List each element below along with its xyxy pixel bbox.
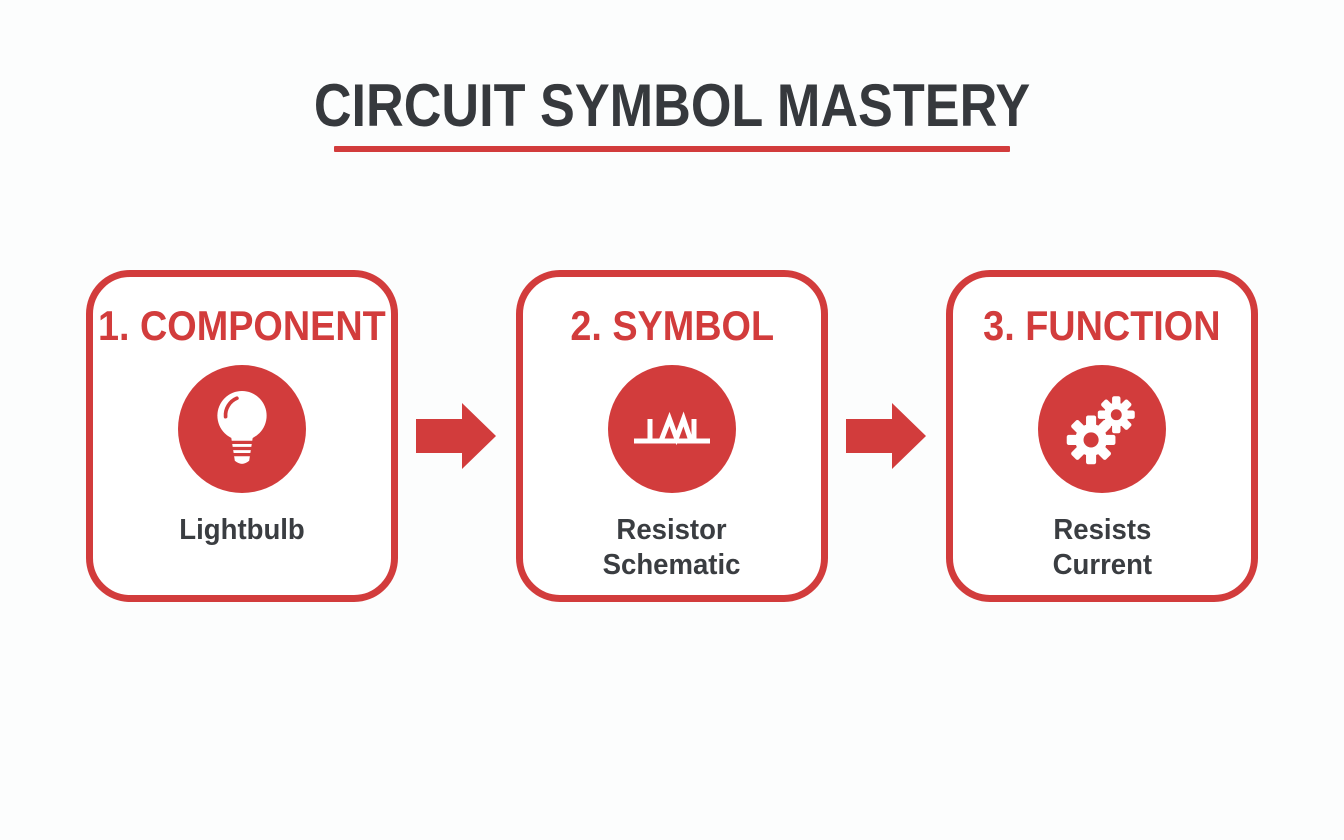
step-caption: Resistor Schematic bbox=[603, 514, 741, 581]
infographic: CIRCUIT SYMBOL MASTERY 1. COMPONENT Ligh… bbox=[0, 72, 1344, 840]
page-title: CIRCUIT SYMBOL MASTERY bbox=[313, 72, 1031, 139]
arrow-right-icon bbox=[416, 403, 496, 470]
title-underline bbox=[334, 146, 1010, 153]
lightbulb-icon bbox=[217, 391, 267, 465]
step-caption: Lightbulb bbox=[179, 514, 305, 547]
resistor-schematic-icon bbox=[634, 411, 710, 446]
step-card-function: 3. FUNCTION bbox=[946, 270, 1258, 603]
steps-row: 1. COMPONENT Lightbulb 2. SYMBOL bbox=[0, 270, 1344, 603]
step-caption: Resists Current bbox=[1052, 514, 1152, 581]
arrow-right-icon bbox=[846, 403, 926, 470]
icon-circle bbox=[608, 365, 736, 494]
icon-circle bbox=[1038, 365, 1166, 494]
step-heading: 2. SYMBOL bbox=[570, 302, 774, 350]
gears-icon bbox=[1066, 396, 1135, 465]
step-heading: 3. FUNCTION bbox=[983, 302, 1221, 350]
step-card-component: 1. COMPONENT Lightbulb bbox=[86, 270, 398, 603]
icon-circle bbox=[178, 365, 306, 494]
step-card-symbol: 2. SYMBOL Resistor Schematic bbox=[516, 270, 828, 603]
step-heading: 1. COMPONENT bbox=[98, 302, 386, 350]
